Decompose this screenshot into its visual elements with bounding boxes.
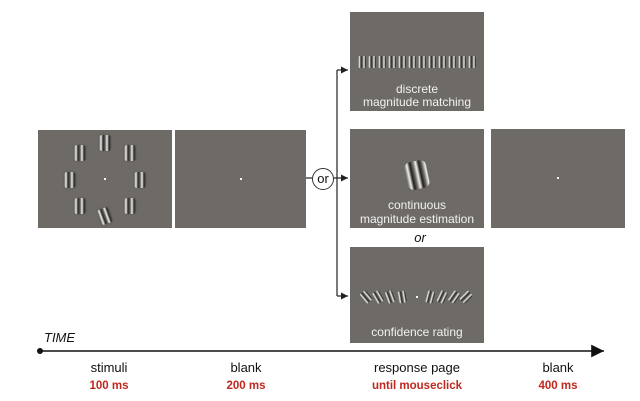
or-circle: or <box>312 168 334 190</box>
fixation-dot <box>240 178 242 180</box>
gabor-patch <box>378 56 386 68</box>
gabor-patch <box>96 206 114 226</box>
gabor-patch <box>124 145 136 161</box>
gabor-patch-large <box>403 159 431 191</box>
gabor-patch <box>358 56 366 68</box>
gabor-patch <box>418 56 426 68</box>
gabor-patch <box>74 198 86 214</box>
gabor-patch <box>384 289 396 305</box>
confidence-panel: confidence rating <box>350 247 484 343</box>
discrete-panel: discrete magnitude matching <box>350 12 484 111</box>
fixation-dot <box>557 177 559 179</box>
blank-panel-1 <box>175 130 306 228</box>
gabor-patch <box>368 56 376 68</box>
gabor-patch <box>435 289 449 305</box>
gabor-patch <box>424 290 436 304</box>
discrete-label-line-2: magnitude matching <box>362 95 472 109</box>
gabor-patch <box>99 135 111 151</box>
gabor-patch <box>448 56 456 68</box>
confidence-label: confidence rating <box>371 325 463 339</box>
fixation-dot <box>104 178 106 180</box>
gabor-patch <box>64 172 76 188</box>
timeline-label-stimuli: stimuli <box>90 360 128 375</box>
or-italic-label: or <box>414 230 426 245</box>
gabor-patch <box>397 290 407 304</box>
timeline-label-blank-1: blank <box>230 360 262 375</box>
gabor-patch <box>458 56 466 68</box>
gabor-patch <box>398 56 406 68</box>
continuous-label-line-1: continuous <box>387 198 447 212</box>
timeline-duration-stimuli: 100 ms <box>89 380 129 392</box>
time-label: TIME <box>44 330 76 345</box>
timeline-label-blank-2: blank <box>542 360 574 375</box>
continuous-label-line-2: magnitude estimation <box>359 212 475 226</box>
timeline-duration-blank-1: 200 ms <box>226 380 266 392</box>
blank-panel-2 <box>491 129 625 228</box>
gabor-patch <box>124 198 136 214</box>
gabor-patch <box>438 56 446 68</box>
timeline-duration-blank-2: 400 ms <box>538 380 578 392</box>
gabor-patch <box>371 289 385 305</box>
stimuli-panel <box>38 130 172 228</box>
gabor-patch <box>359 289 373 305</box>
gabor-patch <box>74 145 86 161</box>
discrete-label-line-1: discrete <box>395 82 439 96</box>
gabor-patch <box>408 56 416 68</box>
gabor-patch <box>458 289 474 305</box>
gabor-patch <box>388 56 396 68</box>
continuous-panel: continuous magnitude estimation <box>350 129 484 228</box>
gabor-patch <box>134 172 146 188</box>
fixation-dot <box>416 296 418 298</box>
gabor-patch <box>428 56 436 68</box>
gabor-patch <box>468 56 476 68</box>
timeline-duration-response-page: until mouseclick <box>371 380 463 392</box>
timeline-label-response-page: response page <box>373 360 460 375</box>
